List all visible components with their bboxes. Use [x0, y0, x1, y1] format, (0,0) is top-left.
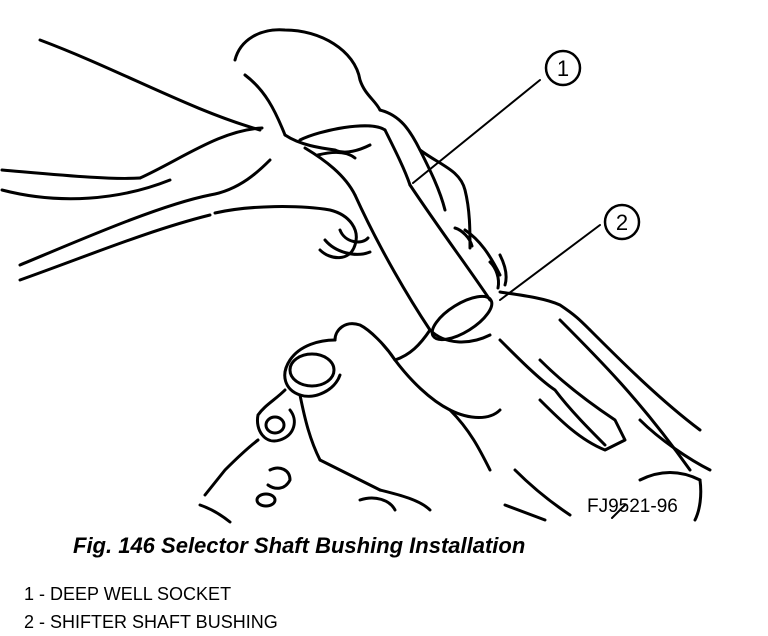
parts-legend: 1 - DEEP WELL SOCKET 2 - SHIFTER SHAFT B…	[24, 580, 278, 636]
figure-code: FJ9521-96	[587, 496, 678, 517]
hand	[213, 28, 508, 290]
callout-leaders	[412, 79, 626, 519]
deep-well-socket	[298, 124, 494, 342]
transmission-housing	[198, 290, 712, 524]
callout-number-2: 2	[616, 210, 628, 235]
callout-circle-1	[544, 49, 582, 87]
figure-caption: Fig. 146 Selector Shaft Bushing Installa…	[73, 533, 526, 558]
legend-item: 1 - DEEP WELL SOCKET	[24, 584, 232, 604]
callout-circle-2	[603, 203, 641, 241]
bushing-installation-illustration: 1 2 FJ9521-96	[0, 28, 712, 524]
callout-number-1: 1	[557, 56, 569, 81]
arm-sleeve	[0, 38, 272, 282]
legend-item: 2 - SHIFTER SHAFT BUSHING	[24, 612, 278, 632]
